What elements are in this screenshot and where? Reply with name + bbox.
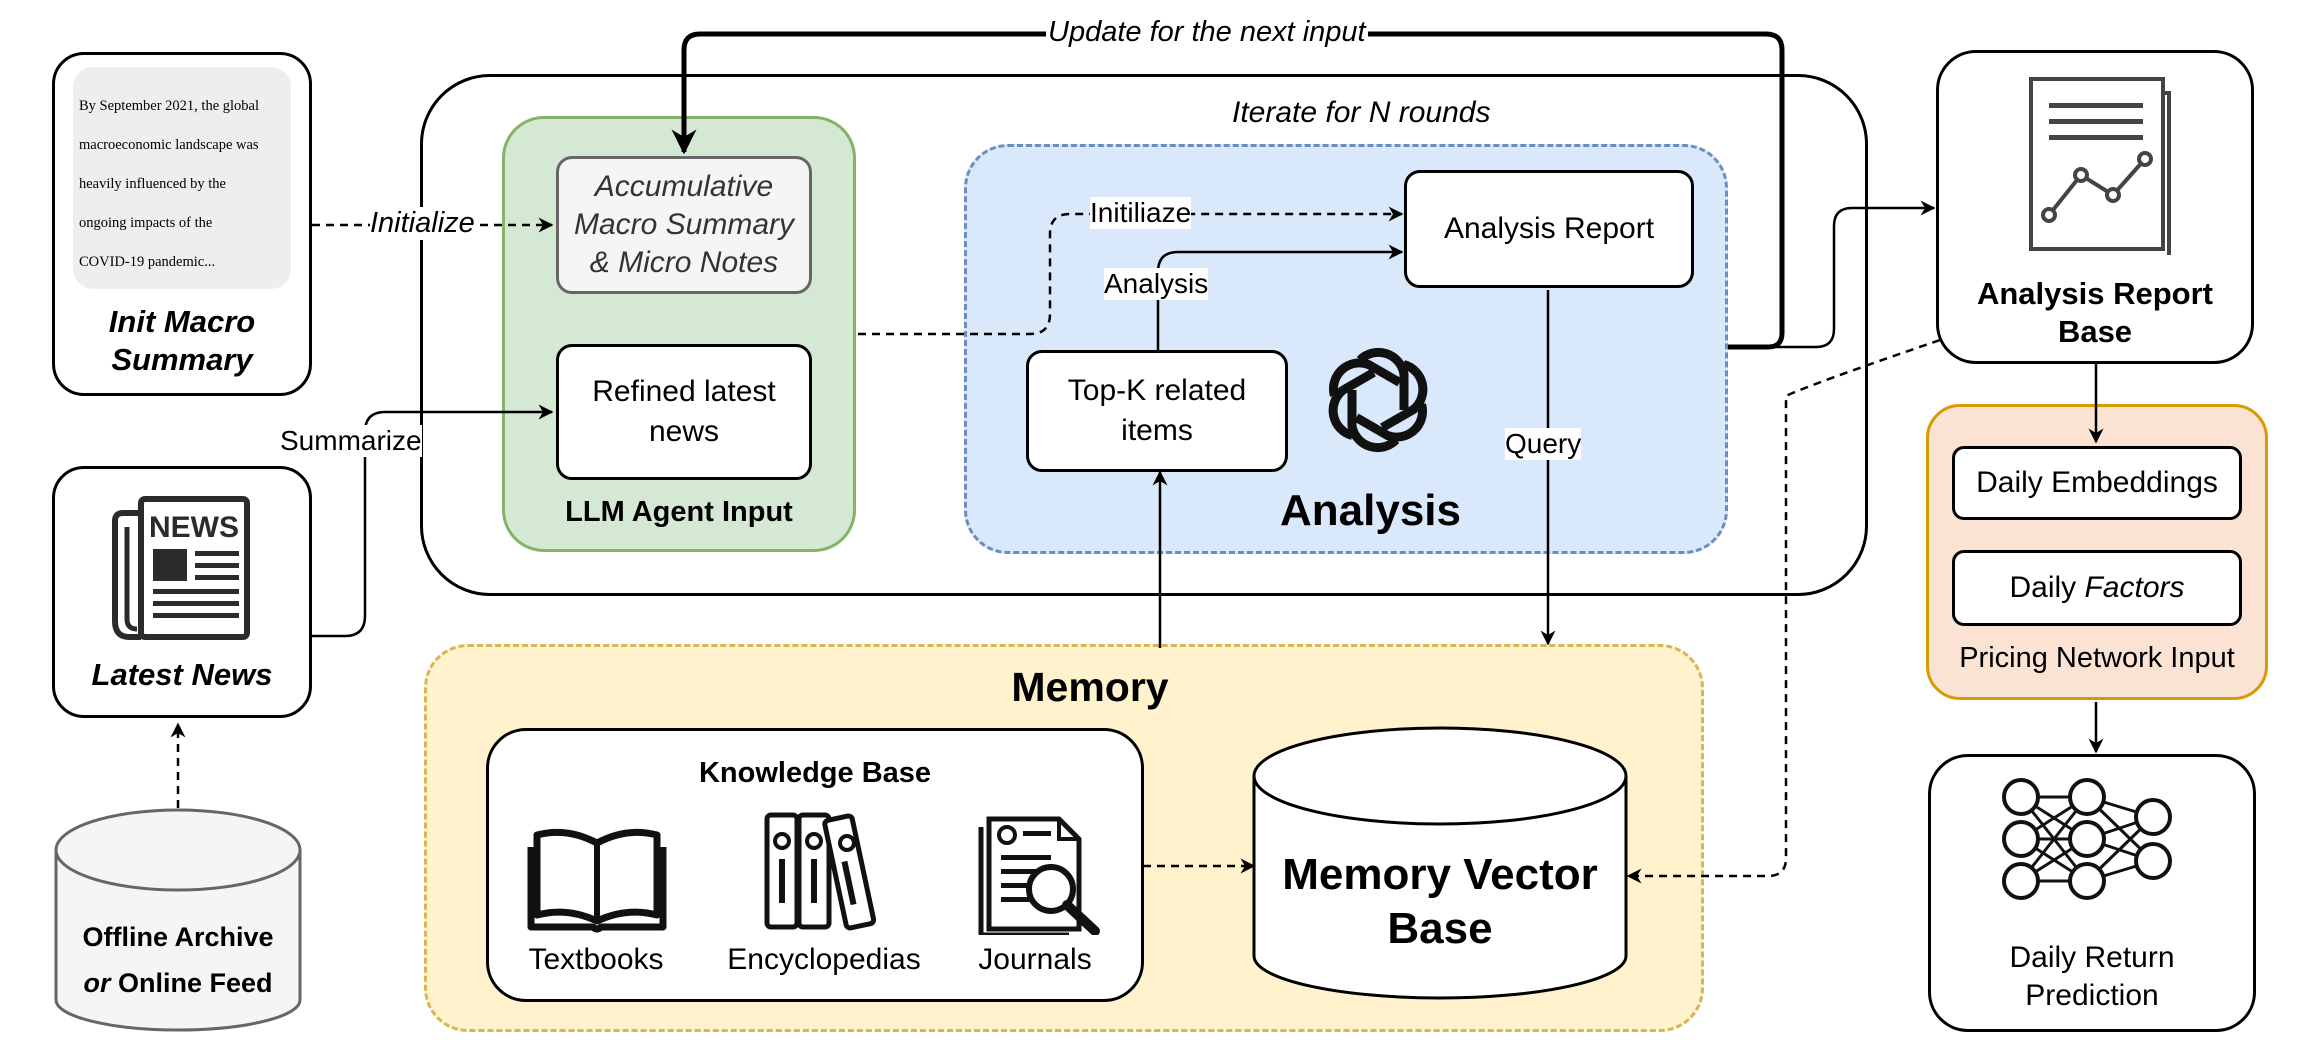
knowledge-base-node: Knowledge Base Textbooks Encyclopedias J… [486, 728, 1144, 1002]
topk-items-node: Top-K related items [1026, 350, 1288, 472]
encyclopedias-icon [764, 812, 877, 931]
report-chart-icon [2029, 77, 2171, 255]
kb-item-journals: Journals [978, 943, 1092, 976]
memory-vector-line2: Base [1387, 904, 1493, 953]
summarize-edge [312, 404, 554, 638]
init-macro-summary-node: By September 2021, the global macroecono… [52, 52, 312, 396]
excerpt-line: COVID-19 pandemic... [79, 254, 216, 270]
latest-news-node: NEWS Latest News [52, 466, 312, 718]
to-report-base-edge [1728, 200, 1936, 349]
excerpt-line: By September 2021, the global [79, 98, 260, 114]
analysis-report-base-node: Analysis Report Base [1936, 50, 2254, 364]
daily-embeddings-node: Daily Embeddings [1952, 446, 2242, 520]
accumulative-summary-node: Accumulative Macro Summary & Micro Notes [556, 156, 812, 294]
report-base-title: Analysis Report Base [1976, 276, 2213, 349]
kb-item-encyclopedias: Encyclopedias [727, 943, 921, 976]
memory-vector-line1: Memory Vector [1282, 850, 1598, 899]
memory-title: Memory [1011, 664, 1169, 710]
refined-news-node: Refined latest news [556, 344, 812, 480]
summarize-label: Summarize [280, 425, 422, 457]
newspaper-icon: NEWS [112, 496, 250, 640]
initialize-label: Initialize [370, 207, 475, 240]
query-label: Query [1505, 428, 1582, 460]
analysis-title: Analysis [1280, 486, 1461, 535]
book-icon [527, 828, 667, 933]
iterate-rounds-label: Iterate for N rounds [1232, 96, 1491, 129]
neural-network-icon [2002, 778, 2172, 900]
daily-return-prediction-node: Daily Return Prediction [1928, 754, 2256, 1032]
analysis-edge-label: Analysis [1104, 268, 1209, 300]
llm-agent-input-title: LLM Agent Input [565, 496, 793, 528]
excerpt-line: heavily influenced by the [79, 176, 226, 192]
archive-label-line1: Offline Archive [82, 922, 274, 952]
macro-excerpt: By September 2021, the global macroecono… [73, 67, 291, 289]
initiliaze-edge [858, 206, 1404, 336]
prediction-title: Daily Return Prediction [2009, 941, 2175, 1012]
knowledge-base-title: Knowledge Base [698, 757, 932, 789]
daily-factors-node: Daily Factors [1952, 550, 2242, 626]
excerpt-line: macroeconomic landscape was [79, 137, 259, 153]
update-next-input-edge [671, 31, 1785, 350]
analysis-report-node: Analysis Report [1404, 170, 1694, 288]
initiliaze-label: Initiliaze [1090, 197, 1192, 229]
kb-item-textbooks: Textbooks [528, 943, 664, 976]
latest-news-title: Latest News [91, 657, 273, 692]
pricing-network-title: Pricing Network Input [1959, 642, 2235, 674]
archive-label-line2: or Online Feed [83, 968, 273, 998]
init-macro-title: Init Macro Summary [108, 304, 256, 377]
update-next-input-label: Update for the next input [1046, 16, 1368, 49]
excerpt-line: ongoing impacts of the [79, 215, 213, 231]
journals-icon [978, 816, 1100, 935]
llm-logo-icon [1328, 347, 1428, 453]
report-base-to-memory-edge [1626, 338, 1941, 884]
news-icon-text: NEWS [149, 511, 239, 544]
